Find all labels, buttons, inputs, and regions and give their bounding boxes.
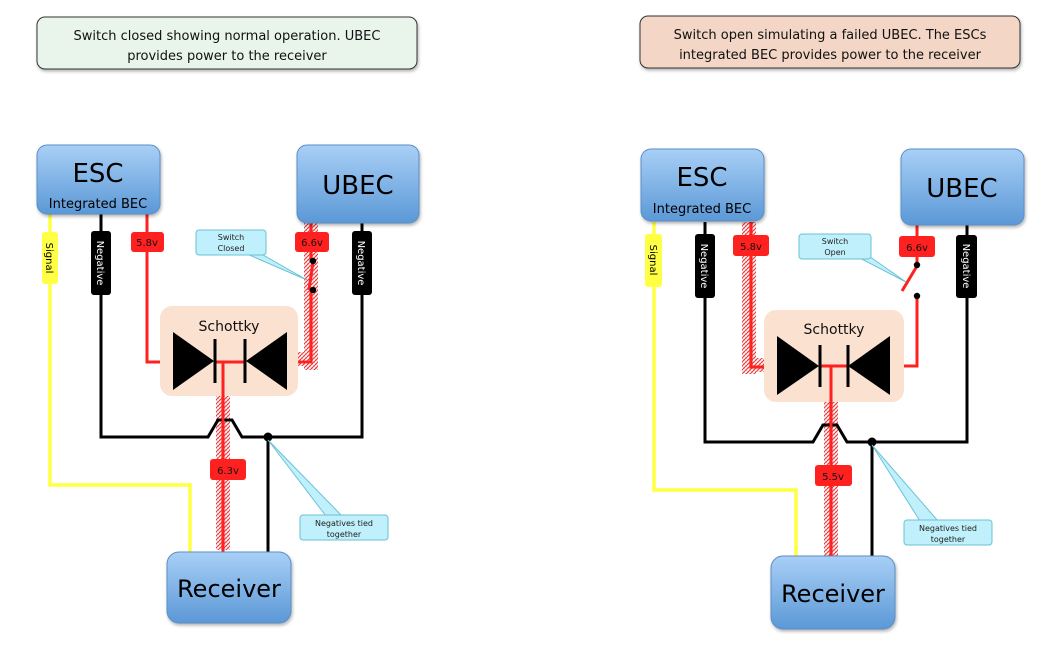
switch-callout: Switch Closed	[195, 229, 308, 281]
esc-negative-tag-label: Negative	[698, 244, 709, 289]
ubec-box: UBEC	[296, 144, 420, 224]
receiver-voltage-label: 6.3v	[217, 466, 239, 477]
switch-callout-line-1: Switch	[218, 233, 244, 242]
ubec-voltage-tag: 6.6v	[295, 232, 329, 252]
switch-callout-line-1: Switch	[822, 237, 848, 246]
switch-contact-bottom	[913, 292, 921, 300]
negatives-callout: Negatives tied together	[267, 439, 389, 541]
receiver-title: Receiver	[781, 580, 885, 608]
esc-subtitle: Integrated BEC	[49, 197, 147, 212]
esc-title: ESC	[676, 163, 727, 193]
esc-voltage-tag: 5.8v	[131, 232, 164, 252]
schottky-label: Schottky	[199, 319, 260, 335]
receiver-voltage-tag: 5.5v	[815, 465, 852, 486]
caption-box: Switch closed showing normal operation. …	[36, 16, 418, 70]
switch-callout: Switch Open	[798, 233, 907, 283]
ubec-negative-tag: Negative	[352, 231, 372, 295]
diode-right	[848, 336, 890, 395]
switch-callout-line-2: Open	[824, 248, 845, 257]
ubec-box: UBEC	[900, 148, 1025, 226]
ubec-negative-tag-label: Negative	[960, 244, 971, 289]
caption-line-1: Switch closed showing normal operation. …	[74, 29, 381, 44]
switch-contact-bottom	[309, 286, 317, 294]
negatives-junction-dot	[867, 437, 877, 447]
switch-contact-top	[913, 261, 921, 269]
esc-negative-tag: Negative	[91, 231, 111, 295]
esc-voltage-label: 5.8v	[136, 238, 158, 249]
diode-right	[246, 332, 287, 390]
esc-voltage-label: 5.8v	[740, 242, 762, 253]
panel-switch-closed: Switch closed showing normal operation. …	[36, 16, 420, 624]
switch-blade	[307, 261, 315, 291]
switch-blade	[900, 265, 919, 292]
panel-switch-open: Switch open simulating a failed UBEC. Th…	[639, 15, 1025, 630]
esc-negative-tag: Negative	[695, 234, 715, 298]
ubec-voltage-label: 6.6v	[906, 243, 928, 254]
receiver-box: Receiver	[770, 555, 896, 630]
schottky-diode-pair: Schottky	[764, 310, 904, 402]
caption-box: Switch open simulating a failed UBEC. Th…	[639, 15, 1021, 69]
negatives-callout-line-1: Negatives tied	[919, 524, 977, 533]
signal-tag-label: Signal	[647, 245, 658, 276]
caption-line-2: provides power to the receiver	[127, 49, 327, 64]
negatives-callout-line-1: Negatives tied	[315, 519, 373, 528]
esc-negative-tag-label: Negative	[94, 241, 105, 286]
signal-wire	[48, 212, 192, 552]
receiver-voltage-label: 5.5v	[822, 472, 844, 483]
esc-box: ESC Integrated BEC	[36, 144, 161, 215]
ubec-title: UBEC	[322, 171, 393, 201]
esc-negative-wire	[99, 212, 364, 439]
esc-title: ESC	[72, 159, 123, 189]
diode-left	[777, 336, 819, 395]
signal-tag-label: Signal	[43, 243, 54, 274]
caption-line-2: integrated BEC provides power to the rec…	[679, 48, 982, 63]
negatives-callout-line-2: together	[931, 535, 966, 544]
ubec-negative-tag-label: Negative	[355, 241, 366, 286]
signal-wire	[652, 222, 798, 556]
receiver-box: Receiver	[166, 551, 292, 624]
ubec-negative-tag: Negative	[956, 235, 977, 298]
receiver-title: Receiver	[177, 575, 281, 603]
schottky-diode-pair: Schottky	[160, 306, 298, 396]
diode-left	[173, 332, 214, 390]
receiver-voltage-tag: 6.3v	[210, 459, 246, 480]
caption-line-1: Switch open simulating a failed UBEC. Th…	[674, 28, 987, 43]
esc-voltage-tag: 5.8v	[733, 235, 769, 256]
negatives-callout: Negatives tied together	[871, 444, 993, 546]
ubec-voltage-label: 6.6v	[301, 238, 323, 249]
ubec-voltage-tag: 6.6v	[899, 236, 935, 257]
switch-contact-top	[309, 257, 317, 265]
esc-box: ESC Integrated BEC	[640, 148, 765, 222]
negatives-callout-line-2: together	[327, 530, 362, 539]
signal-tag: Signal	[645, 234, 662, 287]
ubec-title: UBEC	[926, 174, 997, 204]
schottky-label: Schottky	[804, 322, 865, 338]
esc-subtitle: Integrated BEC	[653, 202, 751, 217]
negatives-junction-dot	[263, 432, 273, 442]
switch-callout-line-2: Closed	[218, 244, 245, 253]
signal-tag: Signal	[42, 232, 58, 284]
